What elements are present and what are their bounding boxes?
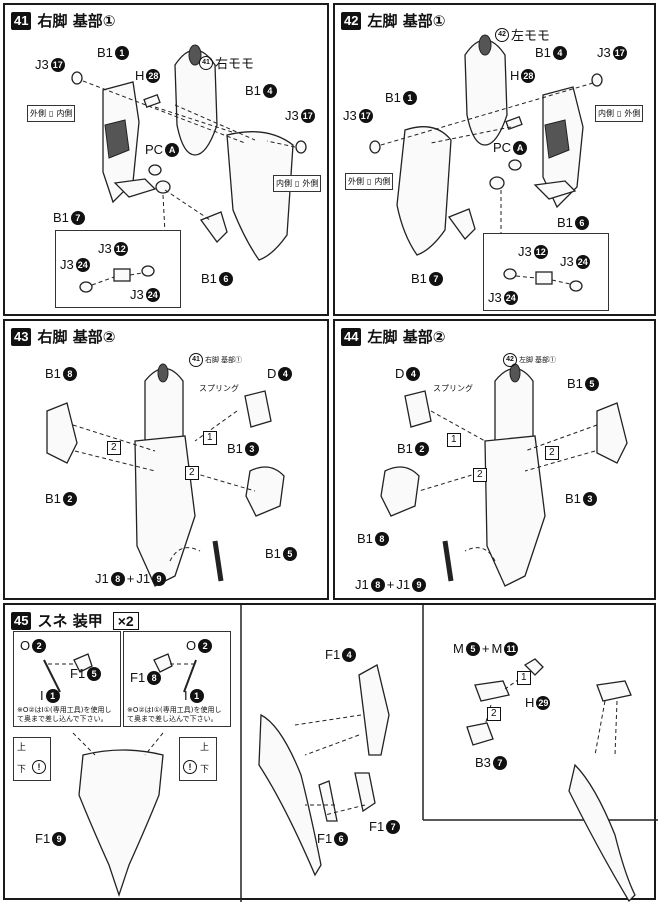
order-marker: 1 [203, 431, 217, 445]
step-number: 42 [341, 11, 362, 30]
step-title: 右脚 基部① [37, 12, 116, 30]
step-41-header: 41 右脚 基部① [11, 10, 115, 31]
step-45-header: 45 スネ 装甲 ×2 [11, 610, 139, 631]
orientation-indicator: 上 下 ! [13, 737, 51, 781]
quantity-badge: ×2 [112, 611, 139, 630]
order-marker: 2 [185, 466, 199, 480]
order-marker: 2 [487, 707, 501, 721]
order-marker: 2 [545, 446, 559, 460]
part-label: スプリング [433, 384, 473, 393]
step-title: 左脚 基部② [367, 328, 446, 346]
step-44-drawing [380, 363, 628, 587]
orientation-note: 外側▯内側 [345, 173, 394, 190]
orientation-note: 内側▯外側 [273, 175, 322, 192]
orientation-note: 外側▯内側 [27, 105, 76, 122]
instruction-note: ※O②はI①(専用工具)を使用して奥まで差し込んで下さい。 [127, 706, 222, 723]
step-42-drawing [369, 34, 603, 256]
step-title: スネ 装甲 [37, 612, 103, 630]
step-43-drawing [46, 363, 285, 587]
order-marker: 2 [473, 468, 487, 482]
instruction-note: ※O②はI①(専用工具)を使用して奥まで差し込んで下さい。 [17, 706, 112, 723]
step-44-header: 44 左脚 基部② [341, 326, 445, 347]
step-title: 左脚 基部① [367, 12, 446, 30]
order-marker: 1 [517, 671, 531, 685]
step-number: 44 [341, 327, 362, 346]
orientation-note: 内側▯外側 [595, 105, 644, 122]
step-number: 41 [11, 11, 32, 30]
step-42-header: 42 左脚 基部① [341, 10, 445, 31]
step-title: 右脚 基部② [37, 328, 116, 346]
part-label: スプリング [199, 384, 239, 393]
order-marker: 2 [107, 441, 121, 455]
step-43-header: 43 右脚 基部② [11, 326, 115, 347]
order-marker: 1 [447, 433, 461, 447]
step-number: 45 [11, 611, 32, 630]
step-number: 43 [11, 327, 32, 346]
step-41-drawing [71, 44, 307, 261]
step-45-drawing [72, 605, 658, 903]
orientation-indicator: 上 下 ! [179, 737, 217, 781]
